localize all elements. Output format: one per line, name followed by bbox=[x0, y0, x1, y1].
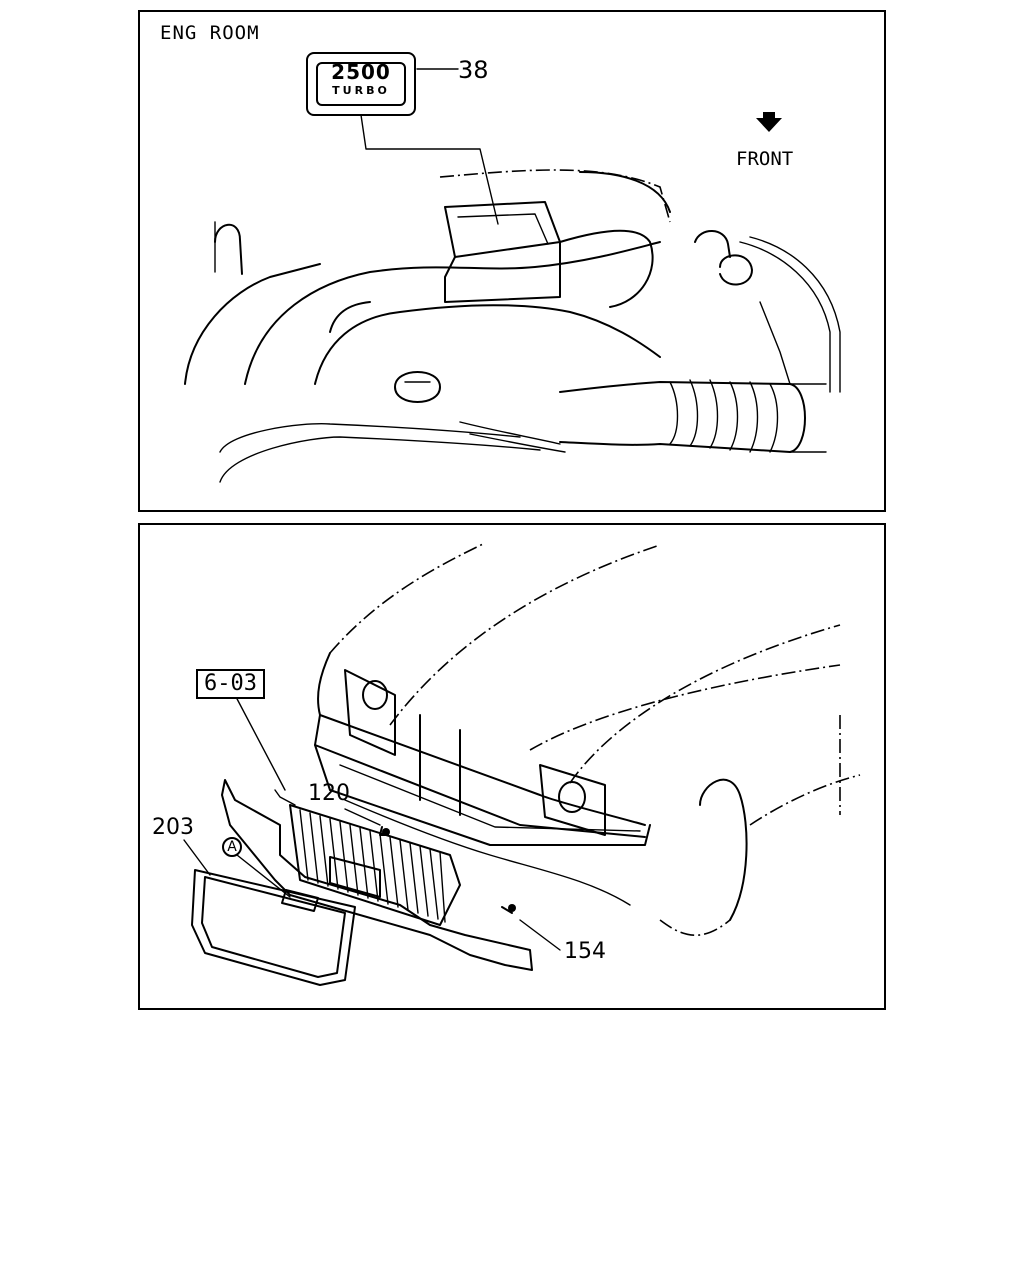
hood-right-edge bbox=[569, 624, 841, 784]
intake-hose-upper bbox=[244, 241, 661, 385]
intake-box-body bbox=[444, 241, 561, 303]
emblem-leader bbox=[360, 114, 499, 225]
emblem-badge: 2500 TURBO bbox=[306, 52, 416, 116]
grille-frame bbox=[221, 779, 533, 971]
engine-room-panel: ENG ROOM 2500 TURBO 38 FRONT bbox=[138, 10, 886, 512]
ref-leader bbox=[234, 694, 286, 791]
bolt-154 bbox=[508, 904, 516, 912]
emblem-number: 2500 bbox=[331, 60, 391, 84]
hood-left-edge bbox=[329, 542, 486, 654]
emblem-word: TURBO bbox=[332, 84, 390, 97]
front-arrow-icon bbox=[756, 112, 782, 132]
grille-panel: 6-03 120 203 A 154 bbox=[138, 523, 886, 1010]
emblem-center bbox=[329, 856, 381, 898]
grille-insert bbox=[289, 804, 461, 926]
front-label: FRONT bbox=[736, 148, 794, 170]
callout-154: 154 bbox=[564, 939, 606, 964]
grille-drawing bbox=[183, 542, 861, 986]
callout-203: 203 bbox=[152, 815, 194, 840]
emblem-plate bbox=[281, 889, 319, 912]
callout-154-leader bbox=[519, 919, 561, 951]
grille-hatching bbox=[299, 809, 446, 923]
marker-a-circle: A bbox=[222, 837, 242, 857]
intake-box-top bbox=[444, 201, 561, 258]
trim-ring bbox=[191, 869, 356, 986]
callout-203-leader bbox=[183, 839, 211, 876]
marker-a-leader bbox=[236, 854, 291, 898]
left-headlight bbox=[344, 669, 396, 756]
callout-38: 38 bbox=[458, 56, 489, 84]
ref-box-6-03[interactable]: 6-03 bbox=[196, 669, 265, 699]
engine-room-drawing bbox=[184, 68, 841, 483]
callout-120-leader bbox=[344, 808, 381, 826]
right-headlight bbox=[539, 764, 606, 836]
callout-120: 120 bbox=[308, 781, 350, 806]
section-label: ENG ROOM bbox=[160, 22, 260, 44]
